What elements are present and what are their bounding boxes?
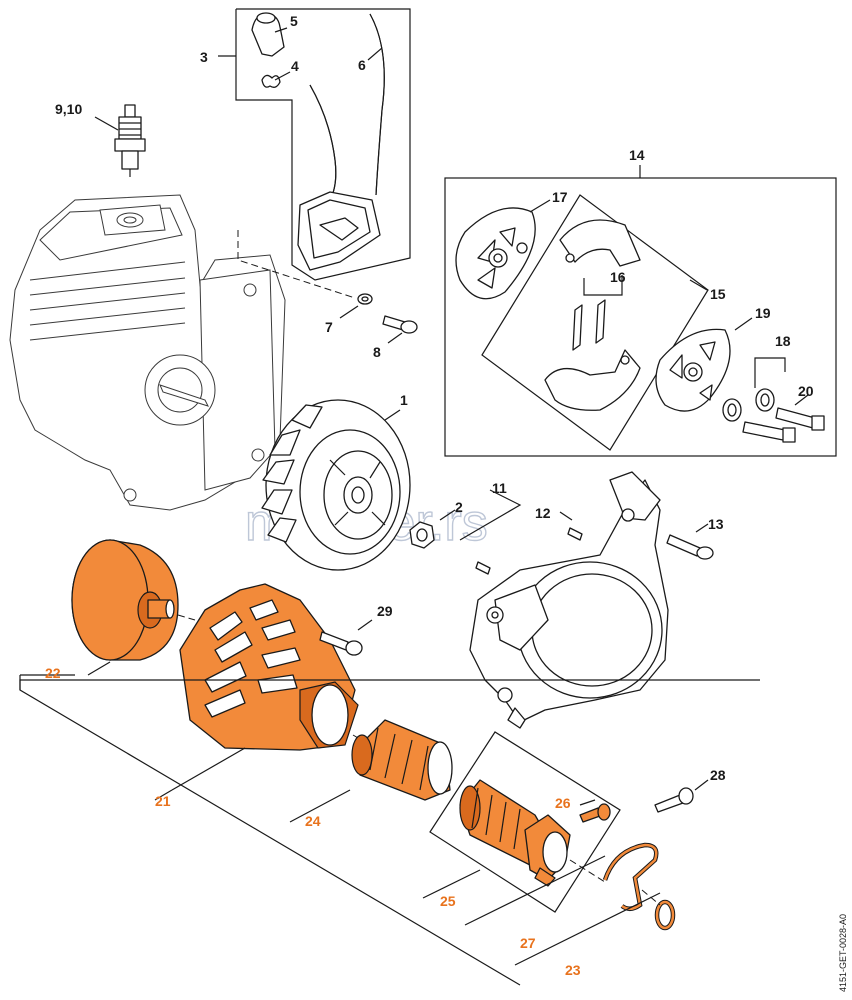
callout-15: 15 xyxy=(710,286,726,302)
clutch-group xyxy=(444,165,837,457)
callout-2: 2 xyxy=(455,499,463,515)
callout-8: 8 xyxy=(373,344,381,360)
callout-labels: 1 2 3 4 5 6 7 8 9,10 11 12 13 14 15 16 1… xyxy=(45,13,814,978)
engine-block xyxy=(9,194,286,511)
ignition-module-group xyxy=(235,8,411,281)
screw xyxy=(579,803,611,823)
filter-sleeve xyxy=(459,779,571,887)
callout-20: 20 xyxy=(798,383,814,399)
document-id: 4151-GET-0028-A0 xyxy=(838,914,848,992)
callout-21: 21 xyxy=(155,793,171,809)
callout-13: 13 xyxy=(708,516,724,532)
callout-5: 5 xyxy=(290,13,298,29)
callout-14: 14 xyxy=(629,147,645,163)
spark-plug xyxy=(114,104,146,177)
flywheel xyxy=(261,399,411,571)
callout-24: 24 xyxy=(305,813,321,829)
cone-housing xyxy=(179,583,359,751)
callout-29: 29 xyxy=(377,603,393,619)
callout-12: 12 xyxy=(535,505,551,521)
callout-25: 25 xyxy=(440,893,456,909)
circlip xyxy=(654,899,676,931)
nut xyxy=(409,521,435,549)
callout-28: 28 xyxy=(710,767,726,783)
callout-18: 18 xyxy=(775,333,791,349)
shaft-tube xyxy=(351,719,453,801)
screw xyxy=(666,534,714,560)
callout-7: 7 xyxy=(325,319,333,335)
callout-27: 27 xyxy=(520,935,536,951)
callout-1: 1 xyxy=(400,392,408,408)
clutch-drum xyxy=(71,539,179,661)
pin xyxy=(475,527,583,575)
callout-23: 23 xyxy=(565,962,581,978)
screw xyxy=(382,315,418,334)
screw xyxy=(654,787,694,813)
callout-26: 26 xyxy=(555,795,571,811)
fan-housing xyxy=(469,471,669,729)
callout-19: 19 xyxy=(755,305,771,321)
callout-4: 4 xyxy=(291,58,299,74)
callout-11: 11 xyxy=(492,480,507,496)
callout-16: 16 xyxy=(610,269,626,285)
callout-17: 17 xyxy=(552,189,568,205)
callout-3: 3 xyxy=(200,49,208,65)
callout-22: 22 xyxy=(45,665,61,681)
callout-6: 6 xyxy=(358,57,366,73)
screw xyxy=(319,631,363,656)
callout-9-10: 9,10 xyxy=(55,101,82,117)
clip xyxy=(602,842,659,911)
